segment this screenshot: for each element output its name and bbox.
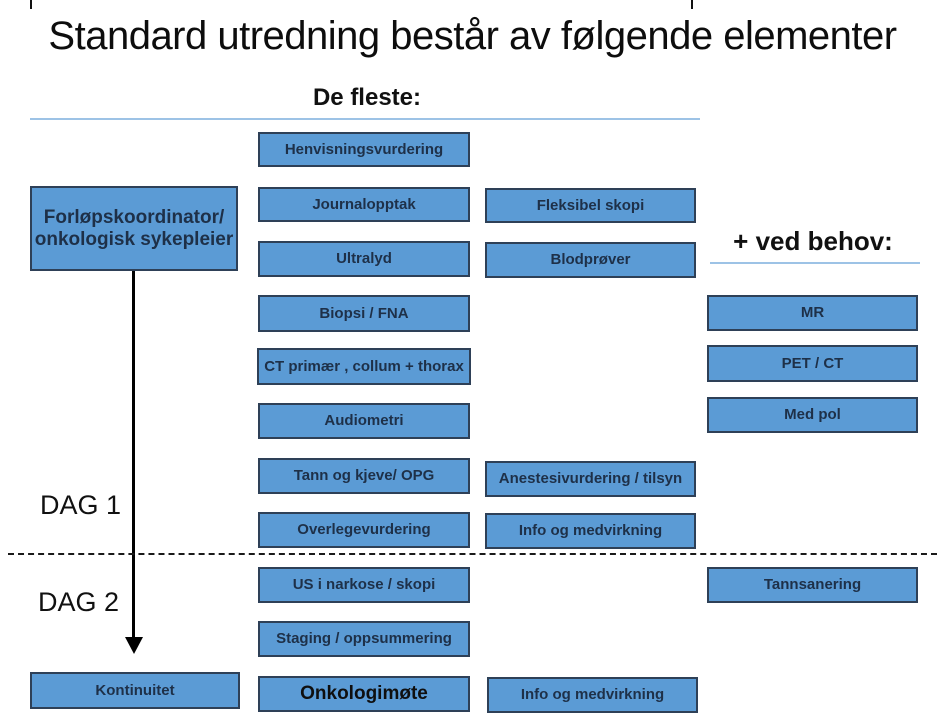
box-tannsanering: Tannsanering [707,567,918,603]
box-ct-primaer-collum-thorax: CT primær , collum + thorax [257,348,471,385]
coordinator-line2: onkologisk sykepleier [34,228,234,250]
box-mr: MR [707,295,918,331]
box-med-pol: Med pol [707,397,918,433]
page-title: Standard utredning består av følgende el… [48,14,897,58]
section-underline-most [30,118,700,120]
box-blodprover: Blodprøver [485,242,696,278]
box-onkologimote: Onkologimøte [258,676,470,712]
section-header-most: De fleste: [312,84,422,111]
box-forlopskoordinator: Forløpskoordinator/ onkologisk sykepleie… [30,186,238,271]
day-label-2: DAG 2 [38,587,120,617]
coordinator-line1: Forløpskoordinator/ [43,206,225,228]
box-info-og-medvirkning-dag1: Info og medvirkning [485,513,696,549]
box-pet-ct: PET / CT [707,345,918,382]
box-audiometri: Audiometri [258,403,470,439]
box-tann-og-kjeve-opg: Tann og kjeve/ OPG [258,458,470,494]
timeline-arrow-head [125,637,143,654]
box-biopsi-fna: Biopsi / FNA [258,295,470,332]
box-overlegevurdering: Overlegevurdering [258,512,470,548]
crop-mark-right [691,0,693,9]
timeline-arrow-shaft [132,271,135,639]
crop-mark-left [30,0,32,9]
box-journalopptak: Journalopptak [258,187,470,222]
section-header-need: + ved behov: [733,226,893,256]
box-henvisningsvurdering: Henvisningsvurdering [258,132,470,167]
box-us-i-narkose-skopi: US i narkose / skopi [258,567,470,603]
box-kontinuitet: Kontinuitet [30,672,240,709]
box-ultralyd: Ultralyd [258,241,470,277]
box-staging-oppsummering: Staging / oppsummering [258,621,470,657]
box-info-og-medvirkning-dag2: Info og medvirkning [487,677,698,713]
day-divider-dashed-line [8,553,937,555]
box-fleksibel-skopi: Fleksibel skopi [485,188,696,223]
day-label-1: DAG 1 [40,490,122,520]
section-underline-need [710,262,920,264]
box-anestesivurdering-tilsyn: Anestesivurdering / tilsyn [485,461,696,497]
